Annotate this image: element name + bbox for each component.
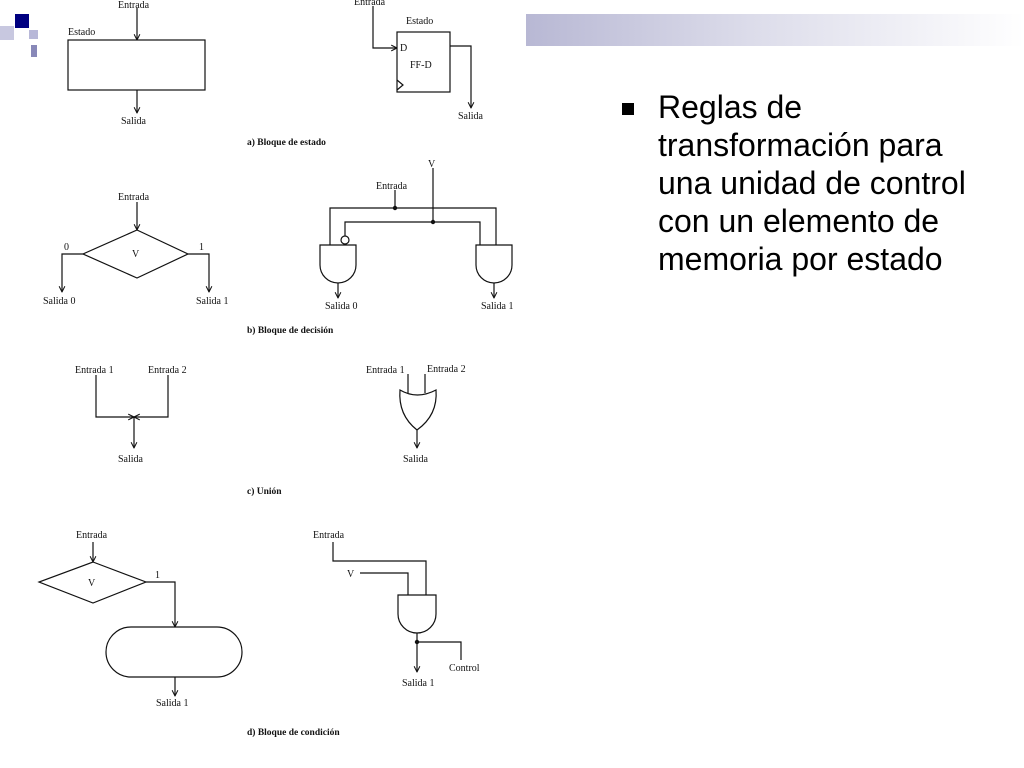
b-right-inverter-bubble (340, 235, 350, 245)
d-left-salida1-label: Salida 1 (156, 698, 189, 709)
ffd-name-label: FF-D (410, 60, 432, 71)
b-right-outer-bus (329, 207, 497, 245)
a-right-entrada-wire (372, 6, 397, 48)
d-right-salida1-label: Salida 1 (402, 678, 435, 689)
c-right-entrada1-label: Entrada 1 (366, 365, 405, 376)
b-right-junction-2 (430, 219, 436, 225)
a-left-estado-label: Estado (68, 27, 95, 38)
d-left-one-label: 1 (155, 570, 160, 581)
c-left-entrada1-wire (95, 375, 134, 417)
b-left-salida0-label: Salida 0 (43, 296, 76, 307)
b-left-one-label: 1 (199, 242, 204, 253)
d-right-control-wire (417, 641, 462, 660)
b-left-branch-1 (188, 253, 209, 292)
corner-square-light-3 (31, 45, 37, 57)
d-conditional-output-box (105, 626, 243, 678)
c-left-entrada2-label: Entrada 2 (148, 365, 187, 376)
a-right-entrada-label: Entrada (354, 0, 386, 8)
ffd-box (396, 31, 451, 93)
d-right-control-label: Control (449, 663, 480, 674)
caption-b: b) Bloque de decisión (247, 325, 334, 336)
b-right-inner-bus (344, 221, 481, 245)
b-right-entrada-label: Entrada (376, 181, 408, 192)
d-right-and-gate (397, 594, 437, 634)
transformation-rules-diagram: Entrada Estado Salida Entrada Estado D F… (37, 0, 514, 738)
b-right-and-gate-0 (319, 244, 357, 284)
c-left-salida-label: Salida (118, 454, 144, 465)
b-left-zero-label: 0 (64, 242, 69, 253)
d-right-entrada-label: Entrada (313, 530, 345, 541)
b-right-salida1-label: Salida 1 (481, 301, 514, 312)
a-right-salida-wire (450, 45, 471, 108)
d-right-entrada-wire (332, 542, 427, 595)
c-right-entrada2-label: Entrada 2 (427, 364, 466, 375)
a-left-salida-label: Salida (121, 116, 147, 127)
c-right-salida-label: Salida (403, 454, 429, 465)
b-left-branch-0 (62, 253, 83, 292)
a-left-state-box (67, 39, 206, 91)
d-left-v-label: V (88, 578, 96, 589)
bullet-text: Reglas de transformación para una unidad… (658, 89, 966, 277)
square-bullet-icon (622, 103, 634, 115)
corner-square-navy (15, 14, 29, 28)
caption-d: d) Bloque de condición (247, 727, 340, 738)
b-right-and-gate-1 (475, 244, 513, 284)
b-right-v-label: V (428, 159, 436, 170)
a-right-salida-label: Salida (458, 111, 484, 122)
ffd-clock (396, 79, 404, 91)
d-right-junction (414, 639, 420, 645)
b-decision-diamond (81, 229, 190, 279)
a-left-entrada-label: Entrada (118, 0, 150, 11)
b-left-salida1-label: Salida 1 (196, 296, 229, 307)
c-right-or-gate (399, 388, 437, 431)
corner-square-light-2 (29, 30, 38, 39)
a-right-estado-label: Estado (406, 16, 433, 27)
d-left-entrada-label: Entrada (76, 530, 108, 541)
d-left-branch-1 (146, 581, 175, 627)
d-right-v-wire (360, 572, 409, 595)
b-left-entrada-label: Entrada (118, 192, 150, 203)
b-right-salida0-label: Salida 0 (325, 301, 358, 312)
b-left-v-label: V (132, 249, 140, 260)
d-condition-diamond (37, 561, 148, 604)
c-left-entrada2-wire (134, 375, 169, 417)
d-right-v-label: V (347, 569, 355, 580)
caption-a: a) Bloque de estado (247, 137, 326, 148)
corner-square-light-1 (0, 26, 14, 40)
c-left-entrada1-label: Entrada 1 (75, 365, 114, 376)
title-bar (526, 14, 1024, 46)
caption-c: c) Unión (247, 486, 282, 497)
ffd-d-label: D (400, 43, 407, 54)
b-right-junction-1 (392, 205, 398, 211)
